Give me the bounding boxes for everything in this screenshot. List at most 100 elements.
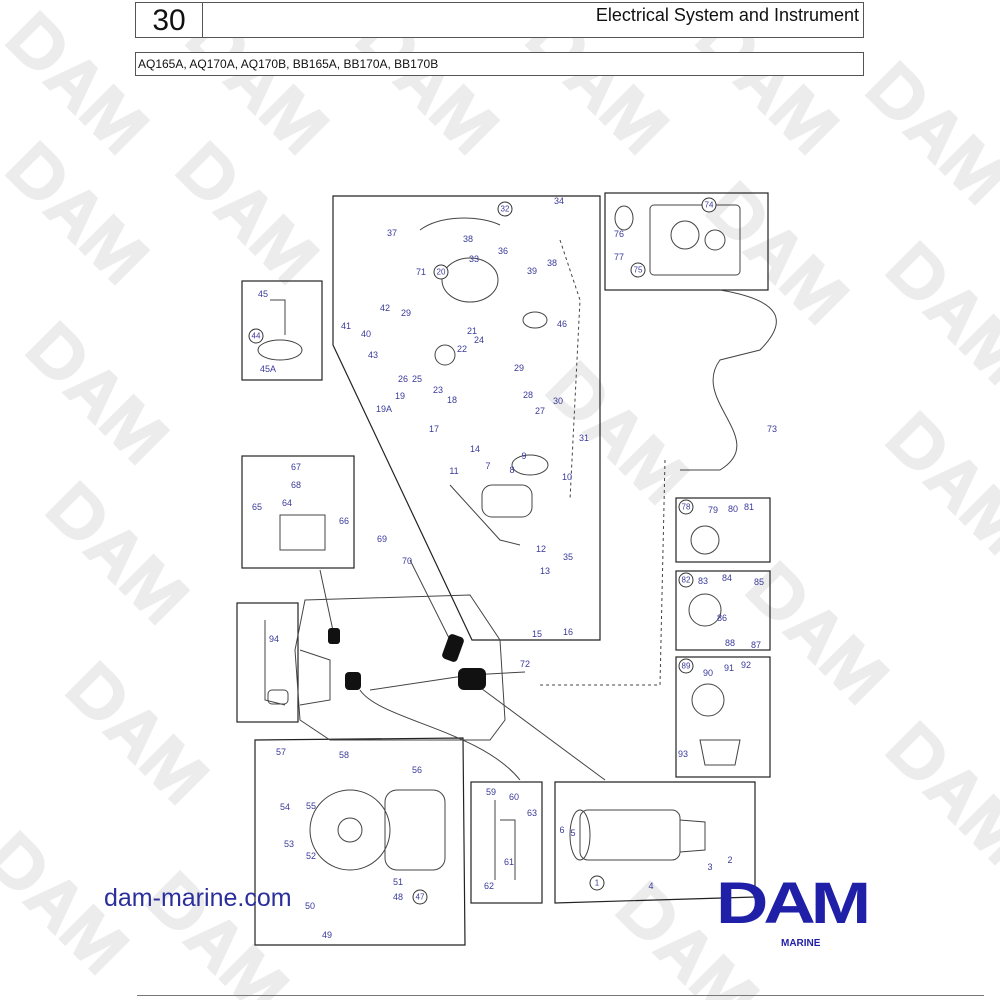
callout: 27 bbox=[534, 406, 546, 416]
callout: 80 bbox=[727, 504, 739, 514]
callout: 45A bbox=[259, 364, 277, 374]
callout: 50 bbox=[304, 901, 316, 911]
box-gauge-3 bbox=[675, 656, 771, 778]
callout: 13 bbox=[539, 566, 551, 576]
section-number: 30 bbox=[136, 3, 203, 37]
callout: 17 bbox=[428, 424, 440, 434]
callout: 11 bbox=[449, 466, 459, 476]
callout: 66 bbox=[338, 516, 350, 526]
callout: 63 bbox=[526, 808, 538, 818]
callout: 87 bbox=[750, 640, 762, 650]
circled-callout: 20 bbox=[433, 264, 449, 280]
callout: 60 bbox=[508, 792, 520, 802]
callout: 34 bbox=[553, 196, 565, 206]
callout: 81 bbox=[743, 502, 755, 512]
callout: 61 bbox=[503, 857, 515, 867]
ignition-panel bbox=[332, 195, 601, 641]
box-fuel-sender bbox=[236, 602, 299, 723]
callout: 92 bbox=[740, 660, 752, 670]
callout: 8 bbox=[509, 465, 515, 475]
callout: 54 bbox=[279, 802, 291, 812]
callout: 18 bbox=[446, 395, 458, 405]
callout: 24 bbox=[473, 335, 485, 345]
callout: 48 bbox=[392, 892, 404, 902]
callout: 23 bbox=[432, 385, 444, 395]
callout: 31 bbox=[578, 433, 590, 443]
circled-callout: 75 bbox=[630, 262, 646, 278]
box-terminal bbox=[470, 781, 543, 904]
circled-callout: 44 bbox=[248, 328, 264, 344]
circled-callout: 82 bbox=[678, 572, 694, 588]
callout: 3 bbox=[707, 862, 713, 872]
footer-divider bbox=[137, 995, 984, 996]
callout: 19 bbox=[394, 391, 406, 401]
box-gauge-2 bbox=[675, 570, 771, 651]
logo-subtitle: MARINE bbox=[781, 938, 821, 949]
callout: 45 bbox=[257, 289, 269, 299]
callout: 90 bbox=[702, 668, 714, 678]
callout: 37 bbox=[386, 228, 398, 238]
callout: 88 bbox=[724, 638, 736, 648]
callout: 38 bbox=[462, 234, 474, 244]
callout: 59 bbox=[485, 787, 497, 797]
callout: 21 bbox=[466, 326, 478, 336]
circled-callout: 32 bbox=[497, 201, 513, 217]
callout: 30 bbox=[552, 396, 564, 406]
callout: 38 bbox=[546, 258, 558, 268]
callout: 91 bbox=[723, 663, 735, 673]
circled-callout: 47 bbox=[412, 889, 428, 905]
callout: 51 bbox=[392, 877, 404, 887]
callout: 67 bbox=[290, 462, 302, 472]
callout: 83 bbox=[697, 576, 709, 586]
website-link[interactable]: dam-marine.com bbox=[104, 884, 292, 912]
circled-callout: 78 bbox=[678, 499, 694, 515]
callout: 86 bbox=[716, 613, 728, 623]
callout: 77 bbox=[613, 252, 625, 262]
engine-outline bbox=[294, 594, 506, 741]
model-list: AQ165A, AQ170A, AQ170B, BB165A, BB170A, … bbox=[135, 52, 864, 76]
callout: 40 bbox=[360, 329, 372, 339]
page-header: 30 Electrical System and Instrument bbox=[135, 2, 864, 38]
dam-logo: DAM bbox=[716, 871, 871, 936]
callout: 15 bbox=[531, 629, 543, 639]
callout: 62 bbox=[483, 881, 495, 891]
callout: 70 bbox=[401, 556, 413, 566]
callout: 69 bbox=[376, 534, 388, 544]
callout: 49 bbox=[321, 930, 333, 940]
callout: 73 bbox=[766, 424, 778, 434]
callout: 25 bbox=[411, 374, 423, 384]
callout: 79 bbox=[707, 505, 719, 515]
callout: 39 bbox=[526, 266, 538, 276]
callout: 36 bbox=[497, 246, 509, 256]
callout: 93 bbox=[677, 749, 689, 759]
callout: 76 bbox=[613, 229, 625, 239]
callout: 9 bbox=[521, 451, 527, 461]
box-gauge-1 bbox=[675, 497, 771, 563]
callout: 33 bbox=[468, 254, 480, 264]
callout: 41 bbox=[340, 321, 352, 331]
callout: 71 bbox=[415, 267, 427, 277]
callout: 64 bbox=[281, 498, 293, 508]
callout: 42 bbox=[379, 303, 391, 313]
callout: 57 bbox=[275, 747, 287, 757]
box-relay bbox=[241, 455, 355, 569]
callout: 26 bbox=[397, 374, 409, 384]
callout: 16 bbox=[562, 627, 574, 637]
circled-callout: 1 bbox=[589, 875, 605, 891]
callout: 55 bbox=[305, 801, 317, 811]
callout: 28 bbox=[522, 390, 534, 400]
callout: 5 bbox=[570, 828, 576, 838]
callout: 46 bbox=[556, 319, 568, 329]
callout: 6 bbox=[559, 825, 565, 835]
circled-callout: 74 bbox=[701, 197, 717, 213]
box-instrument-panel bbox=[604, 192, 769, 291]
callout: 84 bbox=[721, 573, 733, 583]
box-alternator bbox=[254, 737, 466, 946]
callout: 94 bbox=[268, 634, 280, 644]
callout: 43 bbox=[367, 350, 379, 360]
callout: 2 bbox=[727, 855, 733, 865]
callout: 53 bbox=[283, 839, 295, 849]
callout: 29 bbox=[513, 363, 525, 373]
callout: 29 bbox=[400, 308, 412, 318]
